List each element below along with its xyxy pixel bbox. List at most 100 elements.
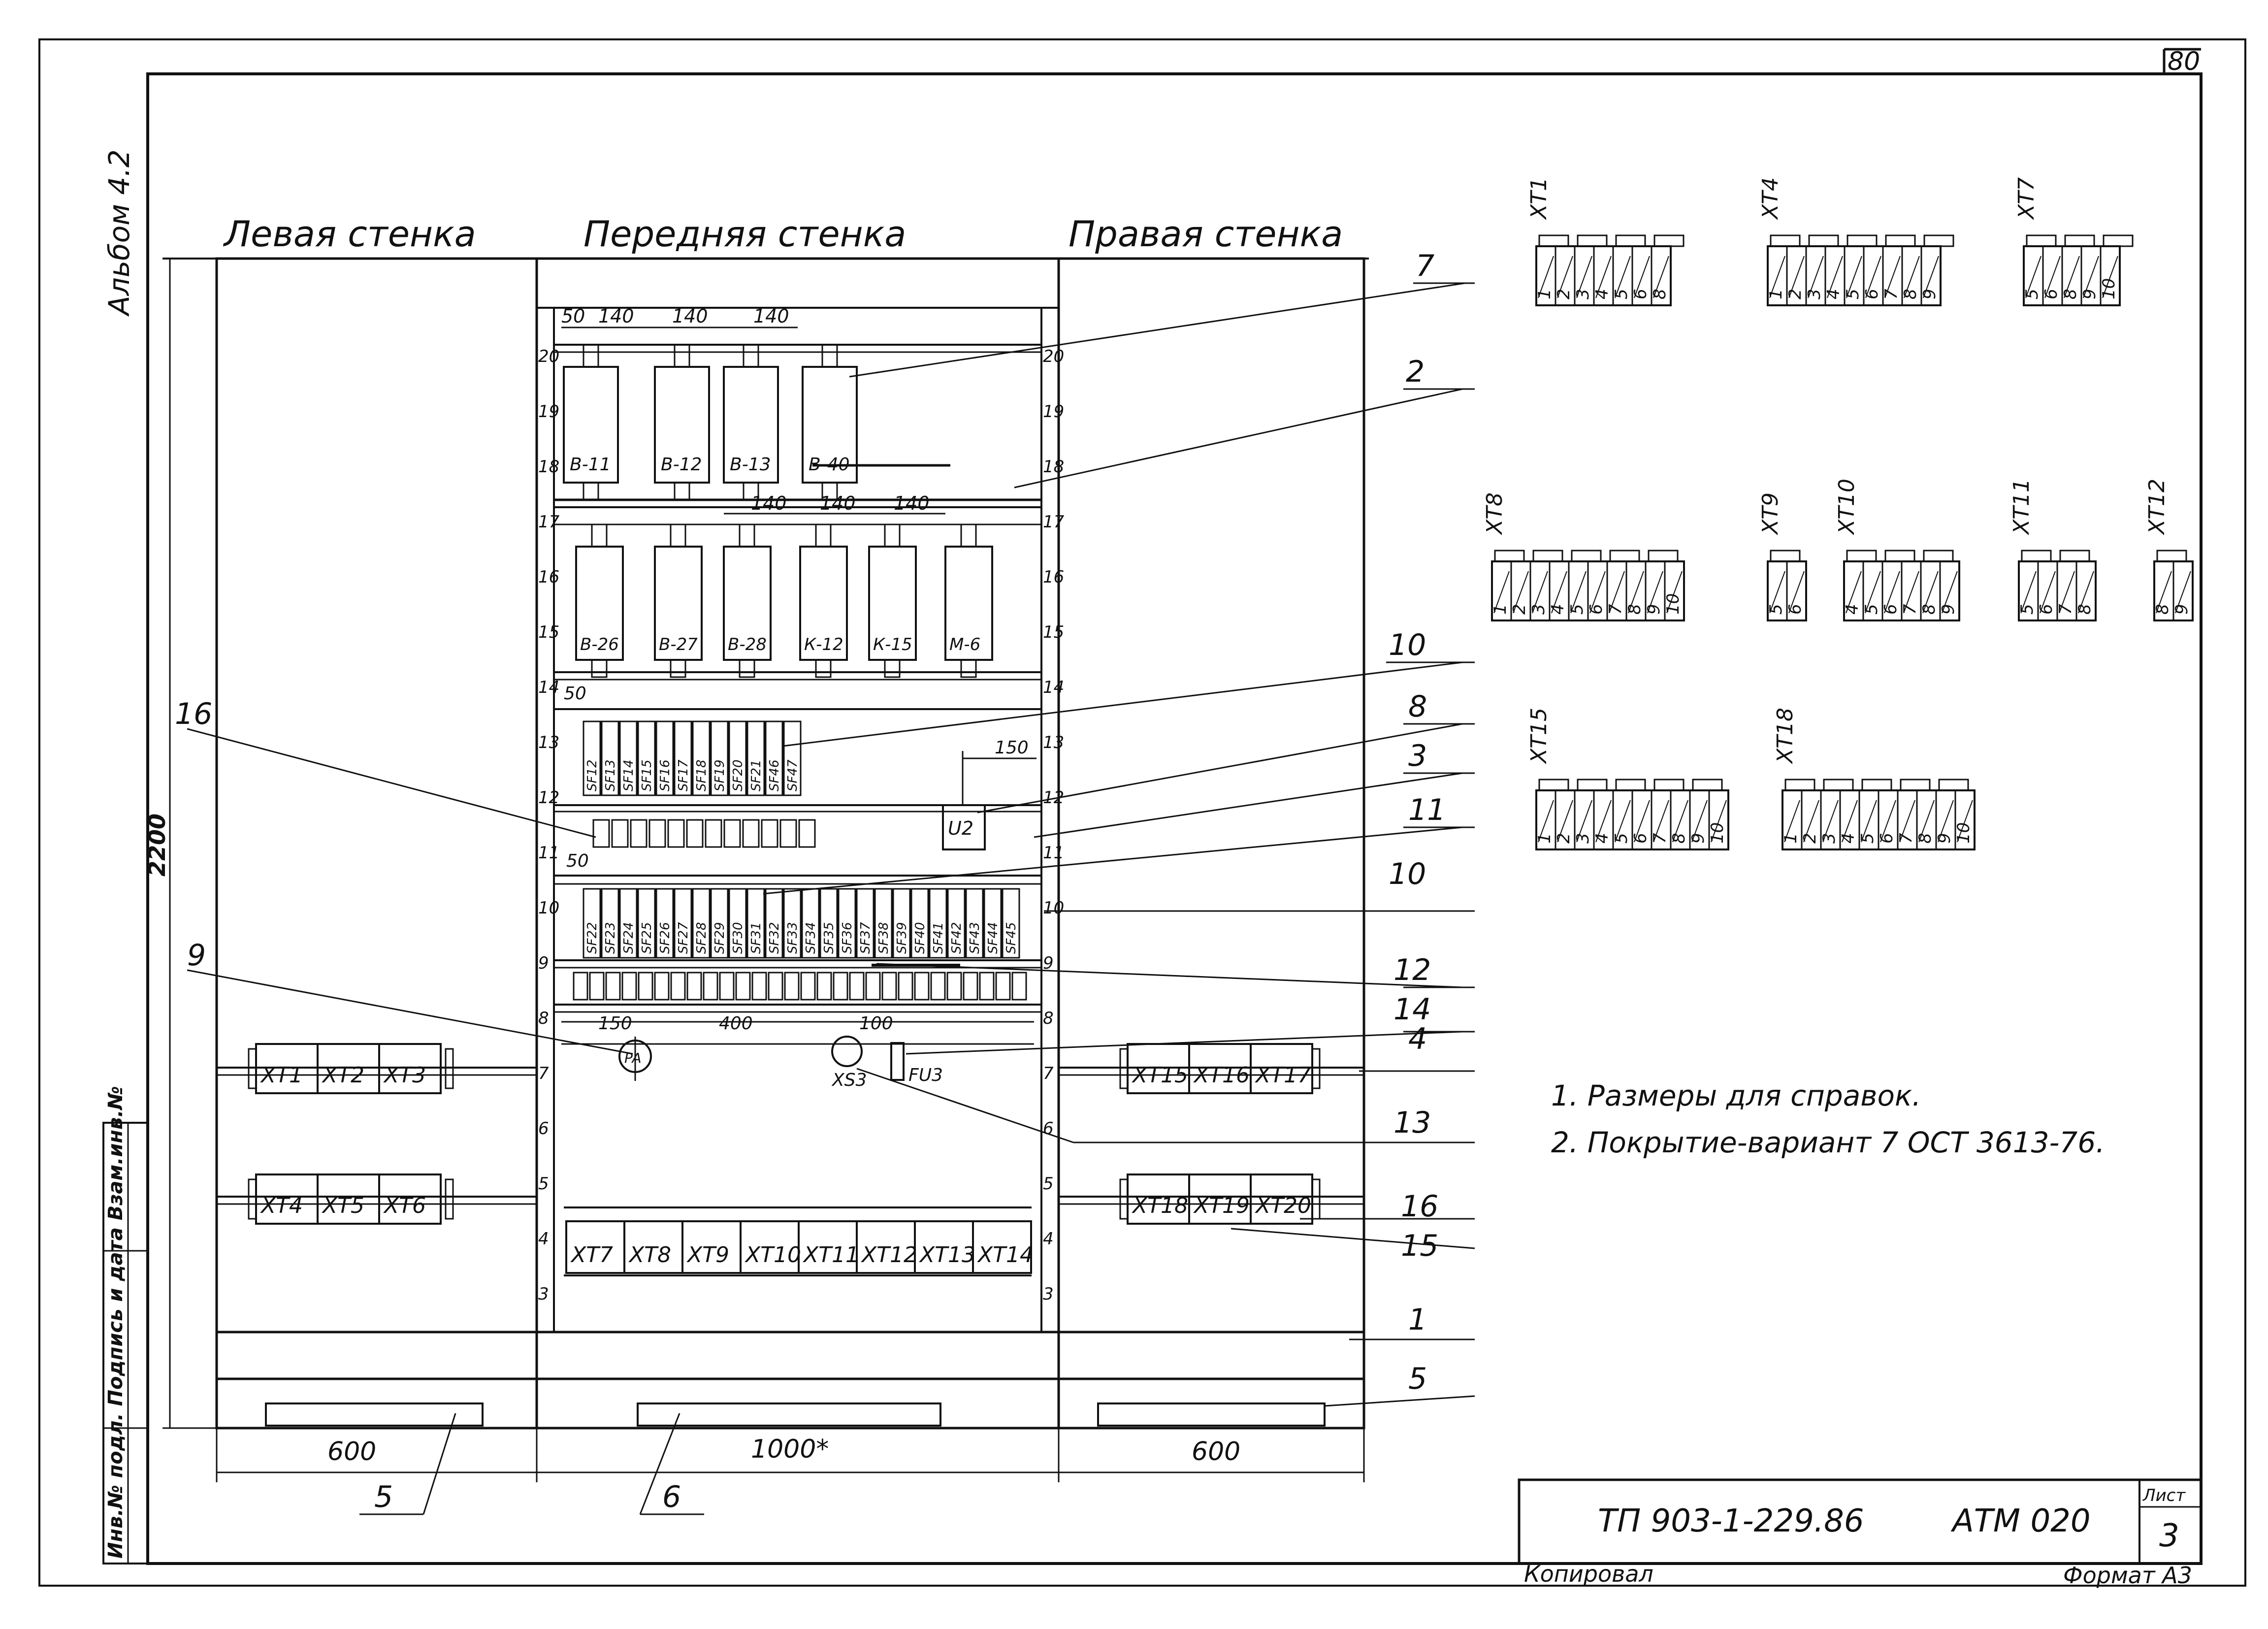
breaker-label: SF14 xyxy=(621,759,636,791)
circuit-breaker xyxy=(583,888,601,959)
format-label: Формат А3 xyxy=(2063,1562,2192,1589)
strip-terminal-number: 4 xyxy=(1592,289,1612,299)
strip-cover-tab xyxy=(1770,550,1801,562)
terminal-right-upper-label: XT16 xyxy=(1193,1063,1250,1088)
dim-100: 100 xyxy=(859,1013,893,1034)
circuit-breaker xyxy=(819,888,838,959)
strip-terminal-number: 2 xyxy=(1554,289,1574,299)
side-stamp-text: Инв.№ подл. Подпись и дата Взам.инв.№ xyxy=(104,1086,127,1559)
small-block xyxy=(621,972,637,1001)
strip-hatch xyxy=(1788,256,1805,298)
strip-terminal-number: 5 xyxy=(1567,604,1587,615)
breaker-label: SF27 xyxy=(676,922,691,954)
document-code: ТП 903-1-229.86 xyxy=(1598,1503,1864,1539)
dim-front-width: 1000* xyxy=(751,1434,829,1464)
small-block xyxy=(686,819,704,848)
strip-hatch xyxy=(2044,256,2061,298)
device-mount xyxy=(670,659,686,678)
strip-terminal-number: 6 xyxy=(1587,604,1606,615)
terminal-left-upper-label: XT3 xyxy=(383,1063,426,1088)
strip-hatch xyxy=(1769,571,1785,614)
strip-terminal-number: 3 xyxy=(1573,289,1593,299)
small-block xyxy=(881,972,897,1001)
small-block xyxy=(816,972,832,1001)
strip-cover-tab xyxy=(1615,779,1646,791)
misc-devices: U2 PA XS3 FU3 xyxy=(618,751,1037,1090)
strip-hatch xyxy=(1827,256,1843,298)
strip-label: XT11 xyxy=(2009,479,2034,535)
row-number-right: 3 xyxy=(1043,1284,1054,1304)
strip-terminal-number: 10 xyxy=(1663,593,1683,615)
strip-hatch xyxy=(2040,571,2056,614)
terminal-front-label: XT14 xyxy=(977,1242,1034,1268)
breaker-label: SF38 xyxy=(876,922,891,954)
strip-cover-tab xyxy=(1900,779,1931,791)
dim-50a: 50 xyxy=(564,684,586,704)
row-number-left: 18 xyxy=(538,457,559,477)
copied-by-label: Копировал xyxy=(1524,1561,1653,1587)
strip-hatch xyxy=(1880,800,1896,843)
strip-hatch xyxy=(1595,800,1612,843)
strip-terminal-number: 3 xyxy=(1573,833,1593,844)
strip-hatch xyxy=(1957,800,1973,843)
strip-terminal-number: 6 xyxy=(1631,833,1651,844)
breaker-label: SF21 xyxy=(749,759,764,791)
strip-label: XT10 xyxy=(1834,479,1859,535)
cabinet-outline xyxy=(162,257,1369,1430)
strip-hatch xyxy=(2020,571,2037,614)
strip-terminal-number: 3 xyxy=(1819,833,1839,844)
small-block xyxy=(605,972,621,1001)
device-mount xyxy=(960,523,977,548)
strip-cover-tab xyxy=(2156,550,2187,562)
breaker-label: SF45 xyxy=(1004,922,1019,954)
small-block xyxy=(930,972,946,1001)
strip-label: XT7 xyxy=(2014,177,2039,220)
row-number-left: 19 xyxy=(538,402,559,422)
circuit-breaker xyxy=(692,720,711,796)
terminal-right-lower-label: XT19 xyxy=(1193,1193,1250,1218)
strip-terminal-number: 4 xyxy=(1824,289,1844,299)
terminal-left-upper-cell xyxy=(378,1043,442,1094)
circuit-breaker xyxy=(674,888,692,959)
strip-cover-tab xyxy=(1653,234,1685,247)
row-number-left: 8 xyxy=(538,1009,549,1028)
note-2: 2. Покрытие-вариант 7 ОСТ 3613-76. xyxy=(1551,1126,2105,1159)
strip-hatch xyxy=(2175,571,2191,614)
strip-terminal-number: 5 xyxy=(1862,604,1881,615)
device-mount xyxy=(743,482,759,501)
circuit-breaker xyxy=(710,888,729,959)
strip-terminal-number: 5 xyxy=(1612,289,1631,299)
circuit-breaker xyxy=(783,720,802,796)
breaker-label: SF26 xyxy=(658,922,673,954)
strip-terminal-number: 7 xyxy=(1896,833,1916,844)
row-number-left: 10 xyxy=(538,898,559,918)
breaker-label: SF28 xyxy=(694,922,709,954)
strip-cover-tab xyxy=(1494,550,1525,562)
row-number-right: 19 xyxy=(1043,402,1064,422)
strip-terminal-number: 1 xyxy=(1490,604,1510,615)
terminal-front-cell xyxy=(972,1220,1032,1274)
circuit-breaker xyxy=(947,888,966,959)
breaker-label: SF42 xyxy=(949,922,964,954)
circuit-breaker xyxy=(728,720,747,796)
breaker-label: SF23 xyxy=(603,922,618,954)
strip-hatch xyxy=(1615,256,1631,298)
small-block xyxy=(751,972,767,1001)
device-label: В-11 xyxy=(570,455,611,475)
strip-cover-tab xyxy=(1648,550,1679,562)
device-label: В-28 xyxy=(728,635,767,654)
strip-hatch xyxy=(1557,256,1573,298)
strip-terminal-number: 2 xyxy=(1510,604,1529,615)
strip-hatch xyxy=(1691,800,1708,843)
row-number-left: 7 xyxy=(538,1064,549,1083)
circuit-breaker xyxy=(892,888,911,959)
strip-hatch xyxy=(1653,800,1669,843)
row-number-left: 3 xyxy=(538,1284,549,1304)
device-mount xyxy=(674,482,690,501)
row-number-right: 8 xyxy=(1043,1009,1054,1028)
small-block xyxy=(611,819,629,848)
small-block xyxy=(589,972,605,1001)
terminal-right-lower-label: XT18 xyxy=(1132,1193,1188,1218)
